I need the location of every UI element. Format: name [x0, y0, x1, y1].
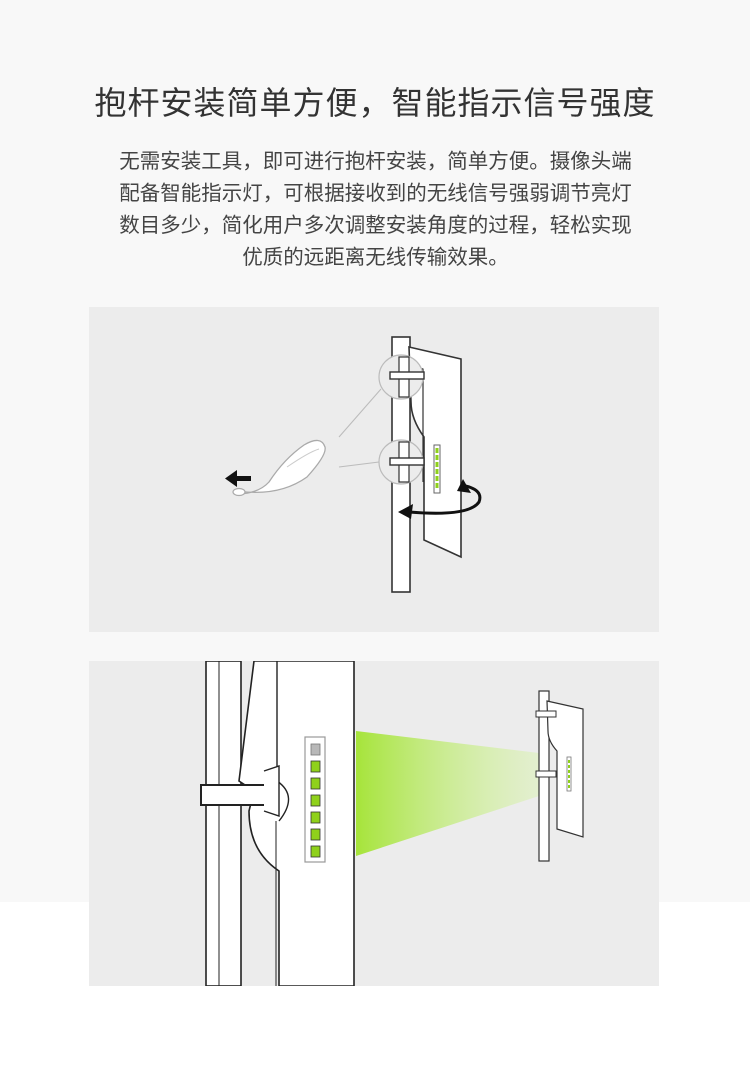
indicator-light — [310, 828, 321, 841]
signal-indicator-drawing — [200, 661, 584, 986]
cable-tie-top — [389, 371, 425, 380]
signal-beam — [356, 731, 539, 856]
indicator-light — [310, 845, 321, 858]
cable-tie-bottom — [389, 457, 425, 466]
rotate-arrow-icon — [398, 479, 482, 519]
description-line: 配备智能指示灯，可根据接收到的无线信号强弱调节亮灯 — [119, 181, 632, 205]
pole-closeup — [205, 661, 242, 986]
page-title: 抱杆安装简单方便，智能指示信号强度 — [94, 84, 656, 122]
indicator-panel-closeup — [304, 736, 326, 863]
description-line: 优质的远距离无线传输效果。 — [242, 245, 509, 269]
indicator-light — [435, 455, 439, 460]
indicator-light — [435, 462, 439, 467]
pole-mount-illustration — [89, 307, 659, 632]
indicator-light — [310, 811, 321, 824]
feature-description: 无需安装工具，即可进行抱杆安装，简单方便。摄像头端 配备智能指示灯，可根据接收到… — [98, 145, 653, 273]
description-line: 数目多少，简化用户多次调整安装角度的过程，轻松实现 — [119, 213, 632, 237]
indicator-light — [310, 760, 321, 773]
cable-tie-closeup — [200, 784, 272, 806]
indicator-light — [435, 483, 439, 488]
indicator-light — [435, 469, 439, 474]
cable-tie-icon — [232, 439, 326, 497]
signal-indicator-illustration — [89, 661, 659, 986]
indicator-light-off — [310, 743, 321, 756]
indicator-strip — [433, 444, 441, 494]
remote-device — [535, 690, 584, 862]
description-line: 无需安装工具，即可进行抱杆安装，简单方便。摄像头端 — [119, 149, 632, 173]
pole-mount-drawing — [225, 336, 482, 593]
indicator-light — [435, 476, 439, 481]
indicator-light — [310, 777, 321, 790]
indicator-light — [310, 794, 321, 807]
pull-arrow-icon — [225, 470, 251, 487]
device-closeup — [238, 661, 355, 986]
indicator-light — [435, 448, 439, 453]
